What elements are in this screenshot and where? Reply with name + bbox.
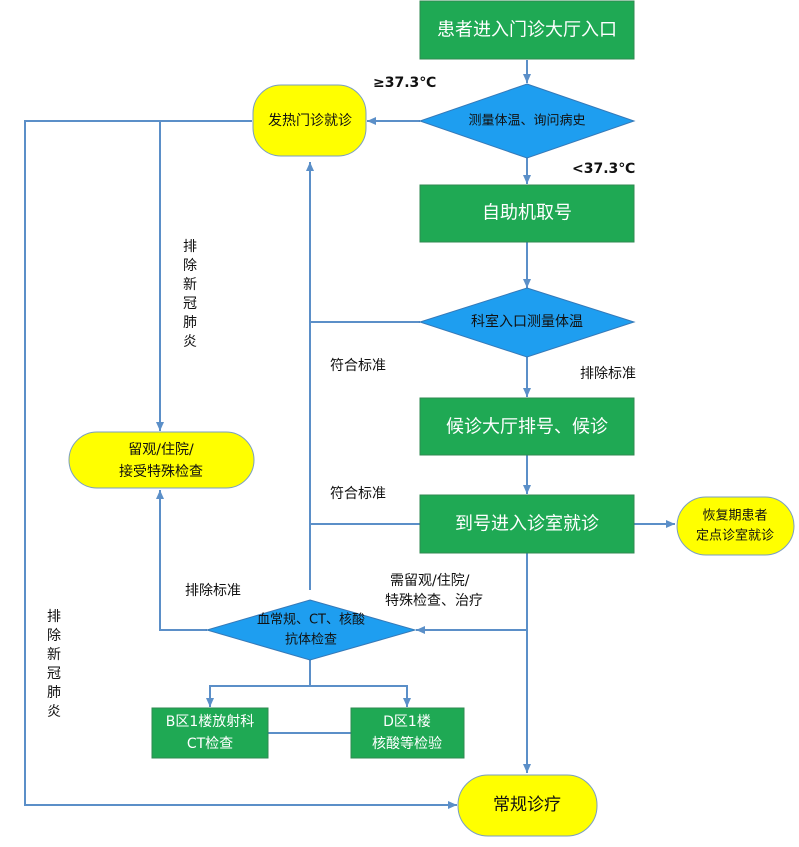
- label-meets-standard-2: 符合标准: [330, 486, 386, 502]
- node-nucleic-test: D区1楼 核酸等检验: [350, 707, 465, 759]
- node-fever-clinic: 发热门诊就诊: [252, 84, 367, 157]
- node-enter-room: 到号进入诊室就诊: [419, 494, 635, 554]
- node-self-service-text: 自助机取号: [482, 203, 572, 224]
- node-wait-hall-text: 候诊大厅排号、候诊: [446, 417, 608, 438]
- label-needs-observation-line2: 特殊检查、治疗: [385, 593, 483, 609]
- node-ct-line2: CT检查: [187, 736, 233, 752]
- decision-blood-test-line1: 血常规、CT、核酸: [257, 613, 365, 628]
- label-exclude-standard-1: 排除标准: [580, 366, 636, 382]
- edge-depttemp-to-fever: [306, 162, 420, 323]
- node-observe-line1: 留观/住院/: [128, 442, 194, 458]
- node-recovery-line2: 定点诊室就诊: [696, 528, 774, 544]
- decision-measure-temp-text: 测量体温、询问病史: [468, 114, 585, 129]
- node-recovery: 恢复期患者 定点诊室就诊: [676, 496, 795, 556]
- node-routine-text: 常规诊疗: [493, 795, 561, 815]
- node-wait-hall: 候诊大厅排号、候诊: [419, 397, 635, 456]
- decision-blood-test-line2: 抗体检查: [285, 633, 337, 648]
- node-entrance: 患者进入门诊大厅入口: [419, 0, 635, 60]
- node-routine: 常规诊疗: [457, 774, 598, 837]
- decision-dept-temp-text: 科室入口测量体温: [471, 313, 583, 330]
- node-nucleic-line2: 核酸等检验: [372, 735, 442, 752]
- node-self-service: 自助机取号: [419, 184, 635, 243]
- node-nucleic-line1: D区1楼: [383, 714, 431, 730]
- label-temp-high: ≥37.3℃: [373, 75, 437, 91]
- node-ct-check: B区1楼放射科 CT检查: [151, 707, 269, 759]
- node-observe: 留观/住院/ 接受特殊检查: [68, 431, 255, 489]
- edge-bloodtest-to-nucleic: [310, 685, 411, 707]
- node-recovery-line1: 恢复期患者: [702, 509, 767, 524]
- edge-bloodtest-to-observe: [156, 490, 207, 631]
- connectors: [24, 60, 675, 809]
- node-enter-room-text: 到号进入诊室就诊: [455, 514, 599, 535]
- label-temp-low: <37.3℃: [572, 161, 636, 177]
- decision-blood-test: 血常规、CT、核酸 抗体检查: [205, 599, 417, 661]
- node-ct-line1: B区1楼放射科: [166, 714, 255, 730]
- label-exclude-new-pneumonia: 排除新冠肺炎: [183, 239, 197, 350]
- node-entrance-text: 患者进入门诊大厅入口: [437, 20, 617, 41]
- decision-dept-temp: 科室入口测量体温: [418, 287, 636, 358]
- label-exclude-standard-2: 排除标准: [185, 583, 241, 599]
- decision-measure-temp: 测量体温、询问病史: [418, 83, 636, 159]
- node-observe-line2: 接受特殊检查: [119, 463, 203, 480]
- edge-bloodtest-to-ct: [206, 660, 311, 707]
- label-meets-standard-1: 符合标准: [330, 358, 386, 374]
- label-exclude-new-pneumonia-2: 排除新冠肺炎: [47, 609, 61, 720]
- node-fever-clinic-text: 发热门诊就诊: [268, 113, 352, 129]
- edge-fever-to-routine: [24, 120, 457, 809]
- label-needs-observation-line1: 需留观/住院/: [390, 573, 470, 589]
